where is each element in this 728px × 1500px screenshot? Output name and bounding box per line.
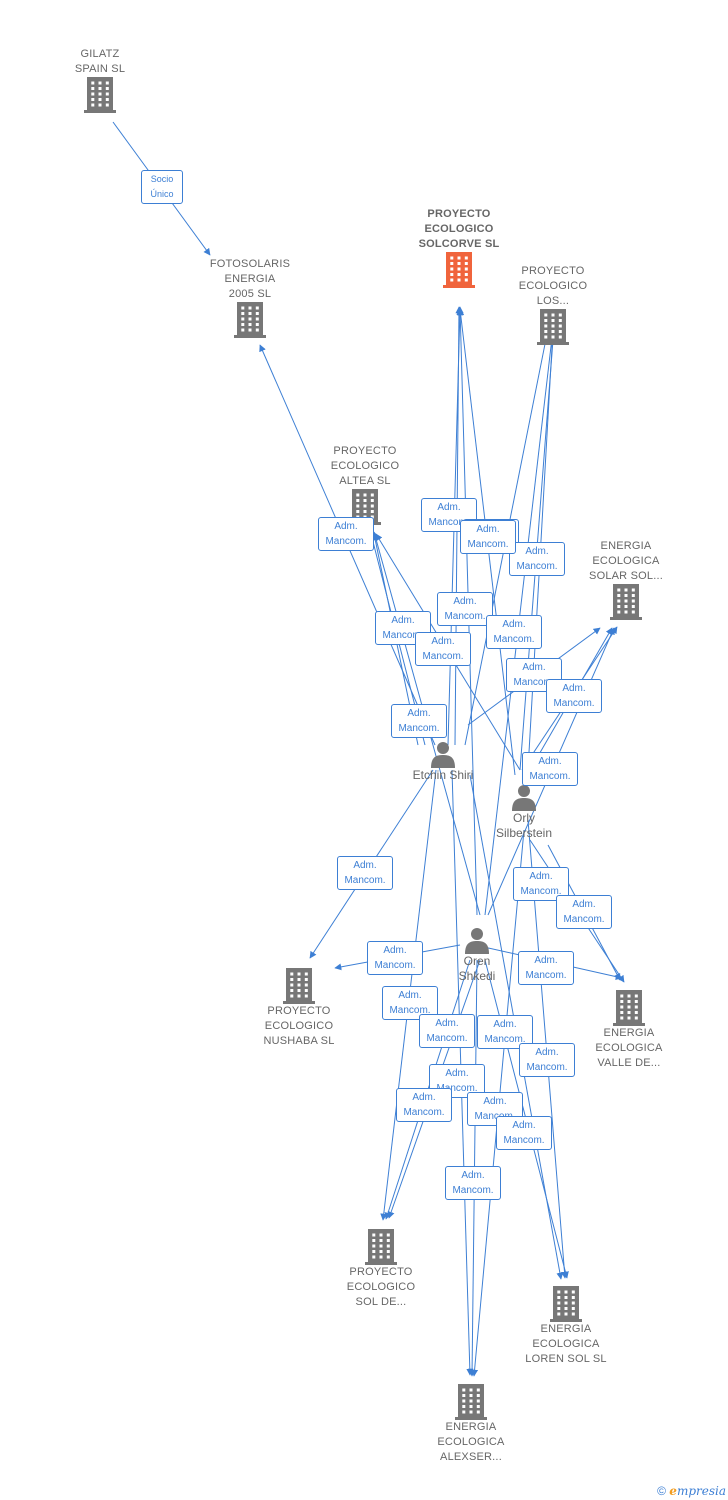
company-label: PROYECTO ECOLOGICO SOL DE...: [346, 1266, 416, 1308]
company-label: ENERGIA ECOLOGICA SOLAR SOL...: [589, 540, 663, 582]
relation-label[interactable]: Adm. Mancom.: [460, 520, 516, 554]
company-node-solarsol[interactable]: ENERGIA ECOLOGICA SOLAR SOL...: [571, 539, 681, 620]
company-label: FOTOSOLARIS ENERGIA 2005 SL: [209, 258, 291, 300]
company-label: PROYECTO ECOLOGICO ALTEA SL: [330, 445, 400, 487]
company-node-fotosolaris[interactable]: FOTOSOLARIS ENERGIA 2005 SL: [195, 257, 305, 338]
company-node-loren[interactable]: ENERGIA ECOLOGICA LOREN SOL SL: [511, 1286, 621, 1367]
relation-label[interactable]: Adm. Mancom.: [367, 941, 423, 975]
building-icon: [416, 1384, 526, 1420]
person-node-orly[interactable]: Orly Silberstein: [474, 783, 574, 841]
relation-label[interactable]: Adm. Mancom.: [419, 1014, 475, 1048]
person-label: Etchin Shiri: [412, 768, 474, 782]
relation-label[interactable]: Socio Único: [141, 170, 183, 204]
copyright-symbol: ©: [657, 1484, 666, 1498]
relation-label[interactable]: Adm. Mancom.: [496, 1116, 552, 1150]
building-icon: [511, 1286, 621, 1322]
building-icon: [574, 990, 684, 1026]
relation-label[interactable]: Adm. Mancom.: [337, 856, 393, 890]
company-label: ENERGIA ECOLOGICA LOREN SOL SL: [525, 1323, 607, 1365]
relation-label[interactable]: Adm. Mancom.: [391, 704, 447, 738]
person-node-etchin[interactable]: Etchin Shiri: [393, 740, 493, 783]
company-label: GILATZ SPAIN SL: [74, 48, 126, 75]
relation-label[interactable]: Adm. Mancom.: [506, 658, 562, 692]
company-label: ENERGIA ECOLOGICA VALLE DE...: [595, 1027, 663, 1069]
company-label: PROYECTO ECOLOGICO SOLCORVE SL: [418, 208, 500, 250]
relation-label[interactable]: Adm. Mancom.: [415, 632, 471, 666]
building-icon: [326, 1229, 436, 1265]
relation-label[interactable]: Adm. Mancom.: [382, 986, 438, 1020]
relation-label[interactable]: Adm. Mancom.: [518, 951, 574, 985]
building-icon: [244, 968, 354, 1004]
person-icon: [474, 783, 574, 811]
relation-label[interactable]: Adm. Mancom.: [445, 1166, 501, 1200]
relation-label[interactable]: Adm. Mancom.: [437, 592, 493, 626]
building-icon: [498, 309, 608, 345]
relation-label[interactable]: Adm. Mancom.: [546, 679, 602, 713]
company-label: PROYECTO ECOLOGICO NUSHABA SL: [263, 1005, 335, 1047]
building-icon: [45, 77, 155, 113]
footer-brand[interactable]: © empresia: [657, 1484, 726, 1498]
person-node-oren[interactable]: Oren Shkedi: [427, 926, 527, 984]
company-node-nushaba[interactable]: PROYECTO ECOLOGICO NUSHABA SL: [244, 968, 354, 1049]
building-icon: [195, 302, 305, 338]
company-label: PROYECTO ECOLOGICO LOS...: [518, 265, 588, 307]
empresia-logo: empresia: [669, 1484, 726, 1498]
relation-label[interactable]: Adm. Mancom.: [522, 752, 578, 786]
building-icon: [404, 252, 514, 288]
relation-label[interactable]: Adm. Mancom.: [467, 1092, 523, 1126]
relation-label[interactable]: Adm. Mancom.: [556, 895, 612, 929]
person-icon: [427, 926, 527, 954]
company-node-gilatz[interactable]: GILATZ SPAIN SL: [45, 47, 155, 113]
relation-label[interactable]: Adm. Mancom.: [318, 517, 374, 551]
company-node-los[interactable]: PROYECTO ECOLOGICO LOS...: [498, 264, 608, 345]
person-label: Orly Silberstein: [495, 811, 553, 840]
relation-label[interactable]: Adm. Mancom.: [396, 1088, 452, 1122]
person-icon: [393, 740, 493, 768]
company-node-alexser[interactable]: ENERGIA ECOLOGICA ALEXSER...: [416, 1384, 526, 1465]
building-icon: [571, 584, 681, 620]
company-node-solde[interactable]: PROYECTO ECOLOGICO SOL DE...: [326, 1229, 436, 1310]
relation-label[interactable]: Adm. Mancom.: [509, 542, 565, 576]
relation-label[interactable]: Adm. Mancom.: [519, 1043, 575, 1077]
relation-label[interactable]: Adm. Mancom.: [486, 615, 542, 649]
company-label: ENERGIA ECOLOGICA ALEXSER...: [437, 1421, 505, 1463]
person-label: Oren Shkedi: [458, 954, 496, 983]
company-node-altea[interactable]: PROYECTO ECOLOGICO ALTEA SL: [310, 444, 420, 525]
company-node-valle[interactable]: ENERGIA ECOLOGICA VALLE DE...: [574, 990, 684, 1071]
company-node-solcorve[interactable]: PROYECTO ECOLOGICO SOLCORVE SL: [404, 207, 514, 288]
